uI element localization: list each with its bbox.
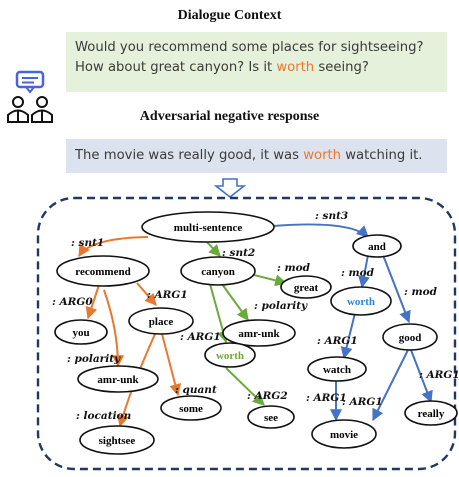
svg-text:multi-sentence: multi-sentence xyxy=(174,222,243,234)
node-amr-unk-mid: amr-unk xyxy=(222,319,296,347)
edge-label-snt2: : snt2 xyxy=(222,247,255,259)
edge-label-arg1-really: : ARG1 xyxy=(419,369,459,381)
edge-label-snt1: : snt1 xyxy=(71,237,104,249)
dialogue-context-box: Would you recommend some places for sigh… xyxy=(66,32,447,92)
node-see: see xyxy=(247,405,295,429)
edge-label-mod-worth: : mod xyxy=(341,267,375,279)
context-line-2-end: seeing? xyxy=(314,60,369,75)
node-multi-sentence: multi-sentence xyxy=(141,211,275,243)
edge-label-polarity-canyon: : polarity xyxy=(254,300,308,312)
node-worth-mid: worth xyxy=(204,342,256,368)
response-highlight-worth: worth xyxy=(303,148,342,163)
svg-text:great: great xyxy=(294,282,319,294)
graph-frame xyxy=(36,196,457,471)
response-start: The movie was really good, it was xyxy=(75,148,304,163)
down-arrow-icon xyxy=(214,178,246,198)
adversarial-response-box: The movie was really good, it was worth … xyxy=(66,139,447,173)
svg-text:amr-unk: amr-unk xyxy=(238,328,280,340)
edge-mod-good xyxy=(382,254,411,324)
people-chat-icon xyxy=(7,70,53,123)
edge-mod-worth xyxy=(358,254,370,289)
svg-text:and: and xyxy=(368,241,386,253)
node-recommend: recommend xyxy=(56,255,150,287)
adversarial-response-title: Adversarial negative response xyxy=(139,109,320,124)
node-canyon: canyon xyxy=(180,256,256,286)
edge-label-mod-good: : mod xyxy=(404,286,438,298)
edge-label-arg1-place: : ARG1 xyxy=(147,289,188,301)
node-some: some xyxy=(160,395,222,421)
node-place: place xyxy=(128,307,194,335)
svg-text:you: you xyxy=(72,327,89,339)
context-highlight-worth: worth xyxy=(276,60,315,75)
edge-snt3 xyxy=(272,223,369,238)
edge-label-arg1-good-movie: : ARG1 xyxy=(342,396,383,408)
node-amr-unk-left: amr-unk xyxy=(77,365,159,393)
edge-arg1-place xyxy=(136,282,157,306)
svg-text:place: place xyxy=(149,316,174,328)
edge-arg1-watch xyxy=(340,312,356,360)
node-worth-right: worth xyxy=(330,286,392,316)
context-line-2-start: How about great canyon? Is it xyxy=(75,60,277,75)
node-movie: movie xyxy=(311,419,377,449)
node-great: great xyxy=(280,275,332,299)
edge-snt1 xyxy=(78,236,149,258)
svg-text:worth: worth xyxy=(216,350,244,362)
context-line-1: Would you recommend some places for sigh… xyxy=(75,40,424,55)
edge-arg1-really xyxy=(410,349,433,404)
svg-text:sightsee: sightsee xyxy=(99,435,136,447)
svg-text:see: see xyxy=(264,412,278,424)
edge-label-polarity-recommend: : polarity xyxy=(67,353,121,365)
svg-text:worth: worth xyxy=(347,296,375,308)
node-and: and xyxy=(352,234,402,258)
response-end: watching it. xyxy=(341,148,423,163)
node-watch: watch xyxy=(307,356,367,382)
svg-text:good: good xyxy=(399,332,422,344)
svg-text:some: some xyxy=(179,403,203,415)
edge-label-arg1-watch: : ARG1 xyxy=(317,335,358,347)
svg-text:movie: movie xyxy=(330,429,358,441)
svg-text:recommend: recommend xyxy=(75,266,130,278)
context-line-2: How about great canyon? Is it worth seei… xyxy=(75,58,438,78)
svg-text:really: really xyxy=(418,408,445,420)
edge-polarity-recommend xyxy=(103,289,124,368)
edge-arg2 xyxy=(225,367,265,406)
node-really: really xyxy=(404,400,458,426)
svg-text:watch: watch xyxy=(323,364,351,376)
edge-label-arg1-movie: : ARG1 xyxy=(306,392,347,404)
edge-quant xyxy=(161,333,182,397)
edge-polarity-canyon xyxy=(221,283,249,321)
edge-label-location: : location xyxy=(76,410,131,422)
edge-label-arg0: : ARG0 xyxy=(52,296,93,308)
node-you: you xyxy=(54,319,108,345)
edge-label-snt3: : snt3 xyxy=(315,210,348,222)
edge-mod-great xyxy=(249,273,288,287)
edge-arg1-good-movie xyxy=(372,349,409,422)
node-good: good xyxy=(382,323,438,351)
edge-arg0 xyxy=(85,284,100,320)
svg-text:amr-unk: amr-unk xyxy=(97,374,139,386)
edge-label-arg1-worth-mid: : ARG1 xyxy=(180,331,221,343)
svg-text:canyon: canyon xyxy=(201,266,235,278)
node-sightsee: sightsee xyxy=(79,425,155,455)
dialogue-context-title: Dialogue Context xyxy=(177,8,282,23)
edge-label-mod-great: : mod xyxy=(277,262,311,274)
edge-label-arg2: : ARG2 xyxy=(247,390,288,402)
edge-label-quant: : quant xyxy=(175,384,217,396)
